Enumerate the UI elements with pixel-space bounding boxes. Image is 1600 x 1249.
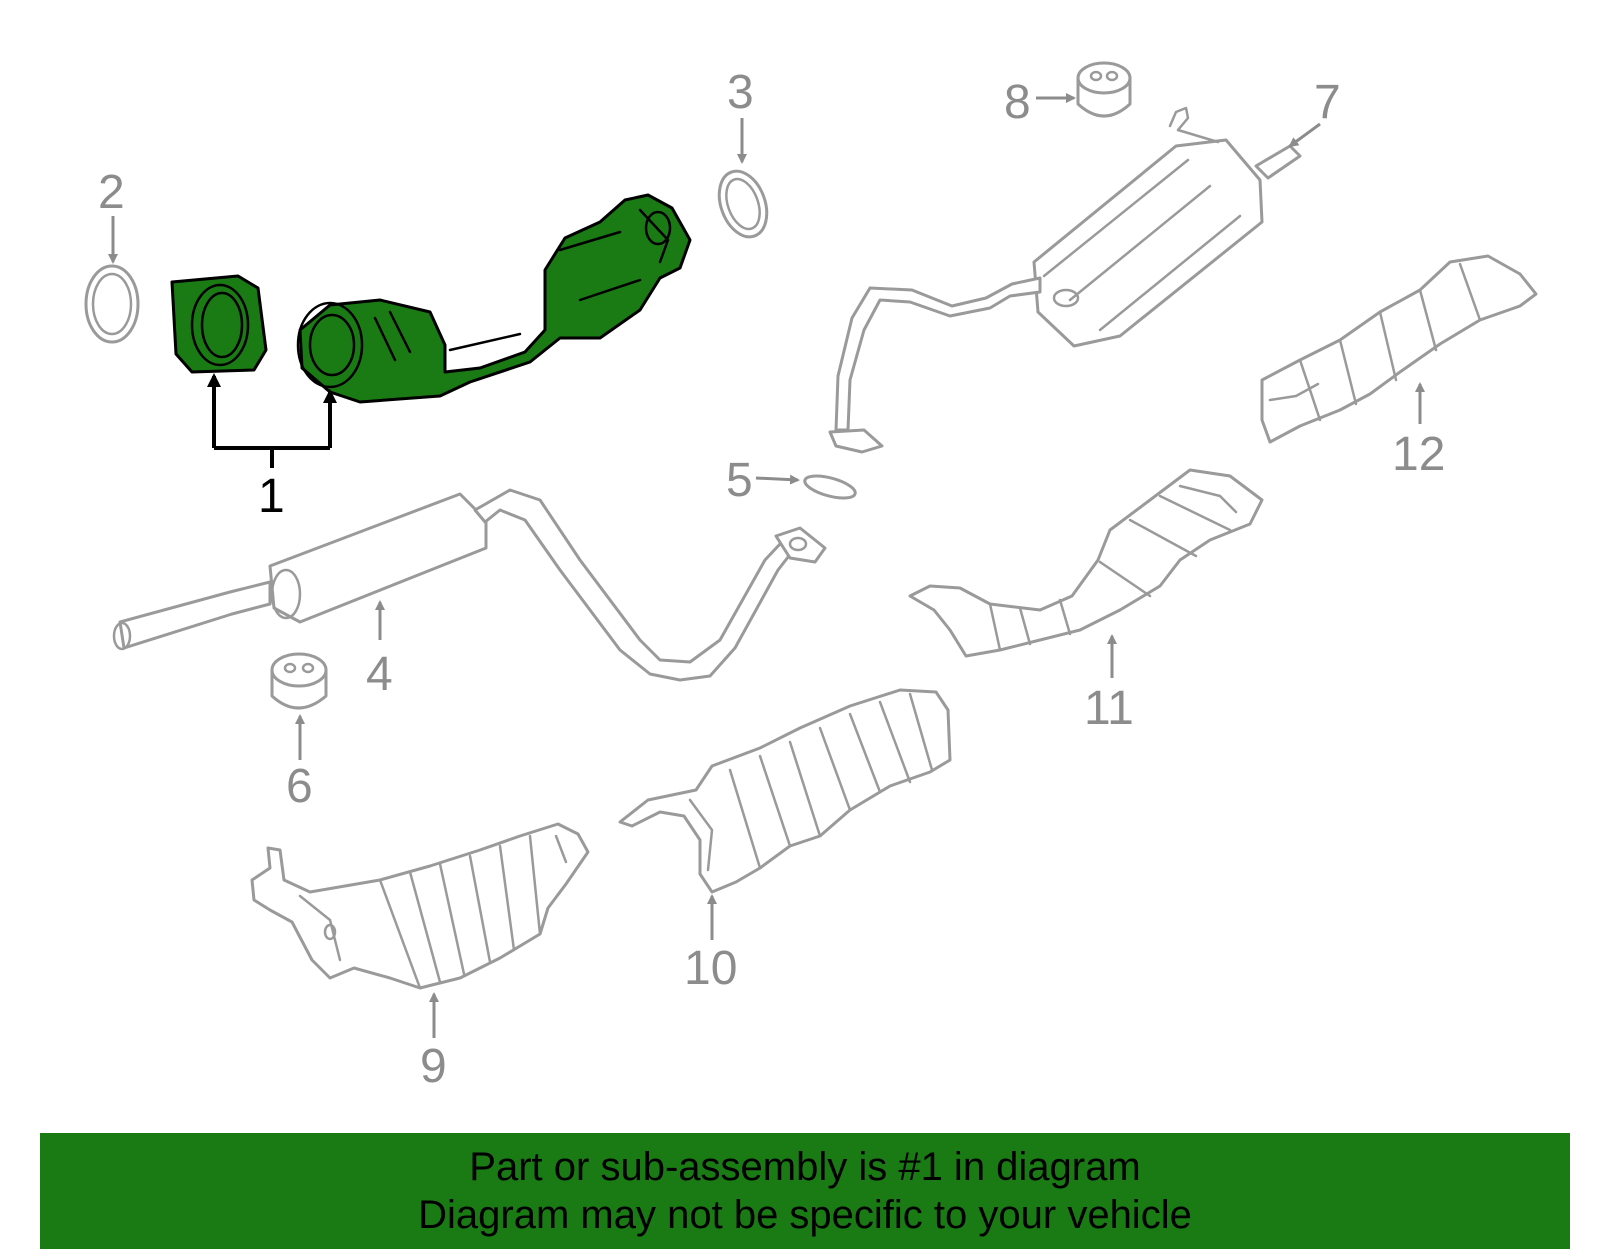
callout-1: 1	[207, 373, 337, 523]
callout-label-9: 9	[420, 1040, 447, 1093]
callout-12: 12	[1392, 382, 1445, 481]
callout-label-6: 6	[286, 760, 313, 813]
part-8-hanger-insulator[interactable]	[1076, 61, 1132, 118]
part-2-gasket[interactable]	[84, 264, 140, 344]
part-12-heat-shield[interactable]	[1260, 254, 1538, 444]
callout-label-12: 12	[1392, 428, 1445, 481]
banner-line-1: Part or sub-assembly is #1 in diagram	[469, 1145, 1141, 1189]
part-1-catalytic-converter[interactable]	[170, 193, 692, 404]
callout-10: 10	[684, 894, 737, 995]
part-6-hanger-insulator[interactable]	[270, 652, 328, 710]
callout-11: 11	[1084, 634, 1134, 735]
exhaust-system-diagram: 1 2 3 4 5	[84, 61, 1538, 1093]
callout-2: 2	[98, 166, 125, 264]
banner-line-2: Diagram may not be specific to your vehi…	[418, 1193, 1192, 1237]
callout-3: 3	[727, 66, 754, 164]
part-5-gasket[interactable]	[803, 472, 858, 503]
callout-8: 8	[1004, 76, 1076, 129]
callout-label-5: 5	[726, 454, 753, 507]
part-11-heat-shield[interactable]	[908, 468, 1264, 658]
callout-label-10: 10	[684, 942, 737, 995]
part-4-center-pipe-resonator[interactable]	[112, 488, 827, 682]
callout-label-11: 11	[1084, 682, 1134, 735]
part-7-muffler[interactable]	[828, 106, 1302, 454]
part-3-gasket[interactable]	[711, 165, 776, 244]
callout-label-2: 2	[98, 166, 125, 219]
part-9-heat-shield[interactable]	[250, 822, 590, 990]
callout-9: 9	[420, 992, 447, 1093]
callout-label-1: 1	[258, 470, 285, 523]
callout-label-4: 4	[366, 648, 393, 701]
callout-label-3: 3	[727, 66, 754, 119]
callout-label-8: 8	[1004, 76, 1031, 129]
info-banner: Part or sub-assembly is #1 in diagram Di…	[40, 1133, 1570, 1249]
callout-7: 7	[1288, 76, 1341, 148]
callout-4: 4	[366, 600, 393, 701]
callout-5: 5	[726, 454, 800, 507]
callout-label-7: 7	[1314, 76, 1341, 129]
callout-6: 6	[286, 714, 313, 813]
part-10-heat-shield[interactable]	[618, 688, 952, 894]
